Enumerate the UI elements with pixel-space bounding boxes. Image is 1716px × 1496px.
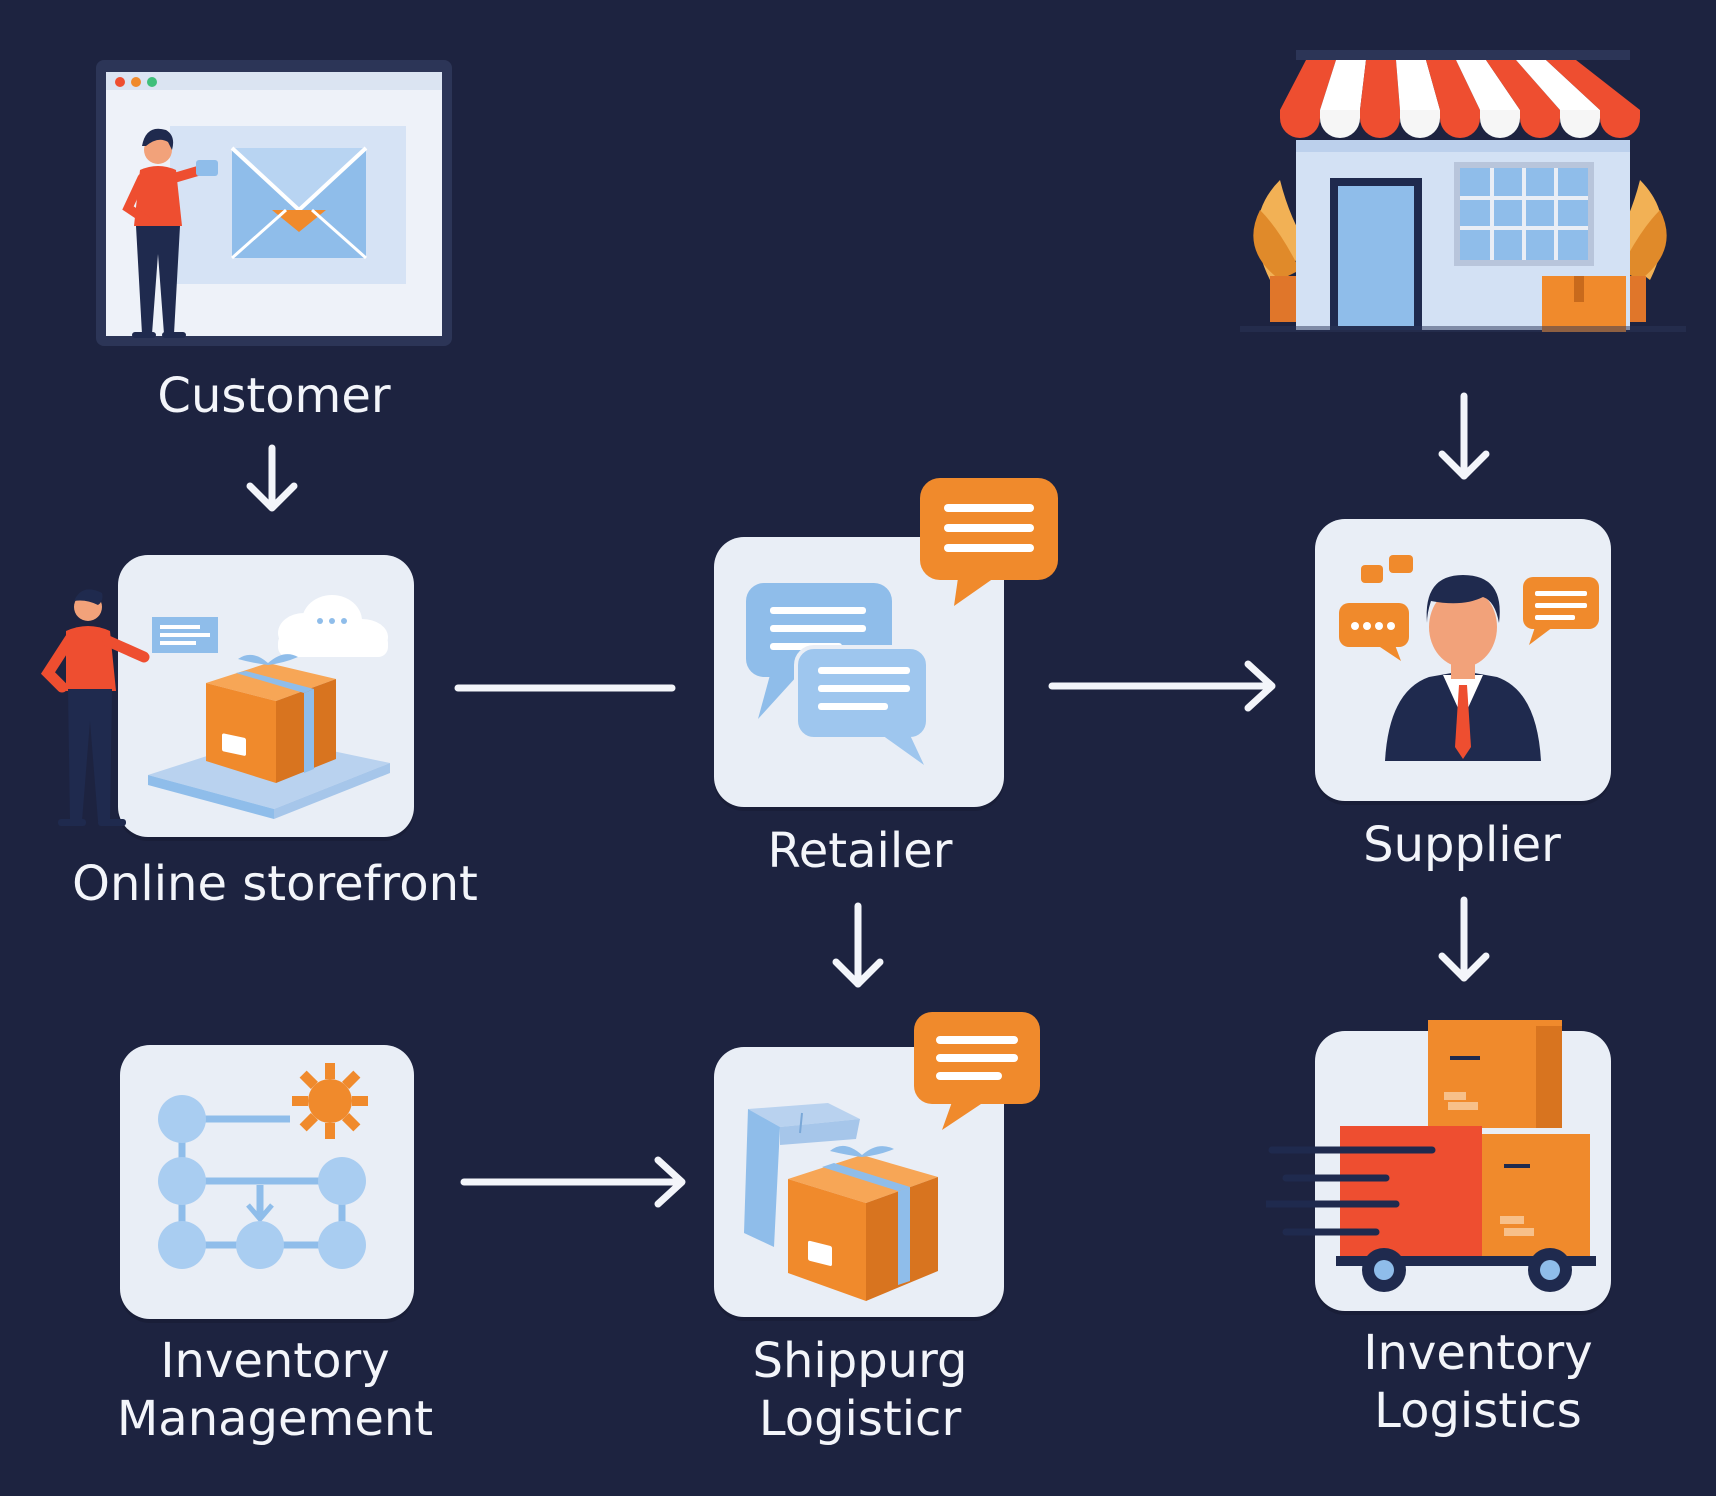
inventory-logistics-label-line1: Inventory <box>1363 1325 1593 1381</box>
businessman-icon <box>1339 555 1599 761</box>
inventory-management-label-line2: Management <box>116 1391 434 1447</box>
storefront-label: Online storefront <box>72 856 478 912</box>
delivery-truck-icon <box>1262 1020 1596 1292</box>
inventory-management-card <box>120 1045 414 1319</box>
store-illustration <box>1240 50 1686 346</box>
arrow-retailer-to-shipping <box>832 902 884 988</box>
person-presenting-icon <box>40 589 218 826</box>
inventory-logistics-label: Inventory Logistics <box>1318 1324 1638 1440</box>
customer-browser-illustration <box>96 60 452 346</box>
arrow-retailer-to-supplier <box>1048 660 1276 712</box>
delivery-truck-illustration <box>1262 1020 1606 1312</box>
shipping-message-bubble <box>914 1012 1042 1132</box>
shipping-logistics-label: Shippurg Logisticr <box>700 1332 1020 1448</box>
inventory-management-label-line1: Inventory <box>160 1333 390 1389</box>
customer-label: Customer <box>157 368 391 424</box>
chat-bubbles-icon <box>746 583 930 765</box>
arrow-inventory-management-to-shipping <box>460 1156 686 1208</box>
supplier-card <box>1315 519 1611 801</box>
retailer-label: Retailer <box>767 823 953 879</box>
shipping-logistics-label-line2: Logisticr <box>758 1391 962 1447</box>
storefront-awning-icon <box>1240 50 1686 332</box>
retailer-message-bubble <box>918 478 1060 606</box>
retailer-card <box>714 537 1004 807</box>
supplier-label: Supplier <box>1363 817 1561 873</box>
inventory-management-label: Inventory Management <box>100 1332 450 1448</box>
inventory-logistics-label-line2: Logistics <box>1374 1383 1582 1439</box>
workflow-nodes-icon <box>158 1063 368 1269</box>
storefront-person-illustration <box>40 585 230 835</box>
browser-email-icon <box>96 60 452 346</box>
message-bubble-icon <box>914 1012 1040 1130</box>
shipping-logistics-label-line1: Shippurg <box>752 1333 968 1389</box>
shipping-box-icon <box>744 1103 938 1301</box>
arrow-store-to-supplier <box>1438 392 1490 480</box>
package-platform-icon <box>148 595 390 819</box>
message-bubble-icon <box>920 478 1058 606</box>
arrow-customer-to-storefront <box>246 444 298 512</box>
storefront-card <box>118 555 414 837</box>
arrow-supplier-to-inventory-logistics <box>1438 896 1490 982</box>
